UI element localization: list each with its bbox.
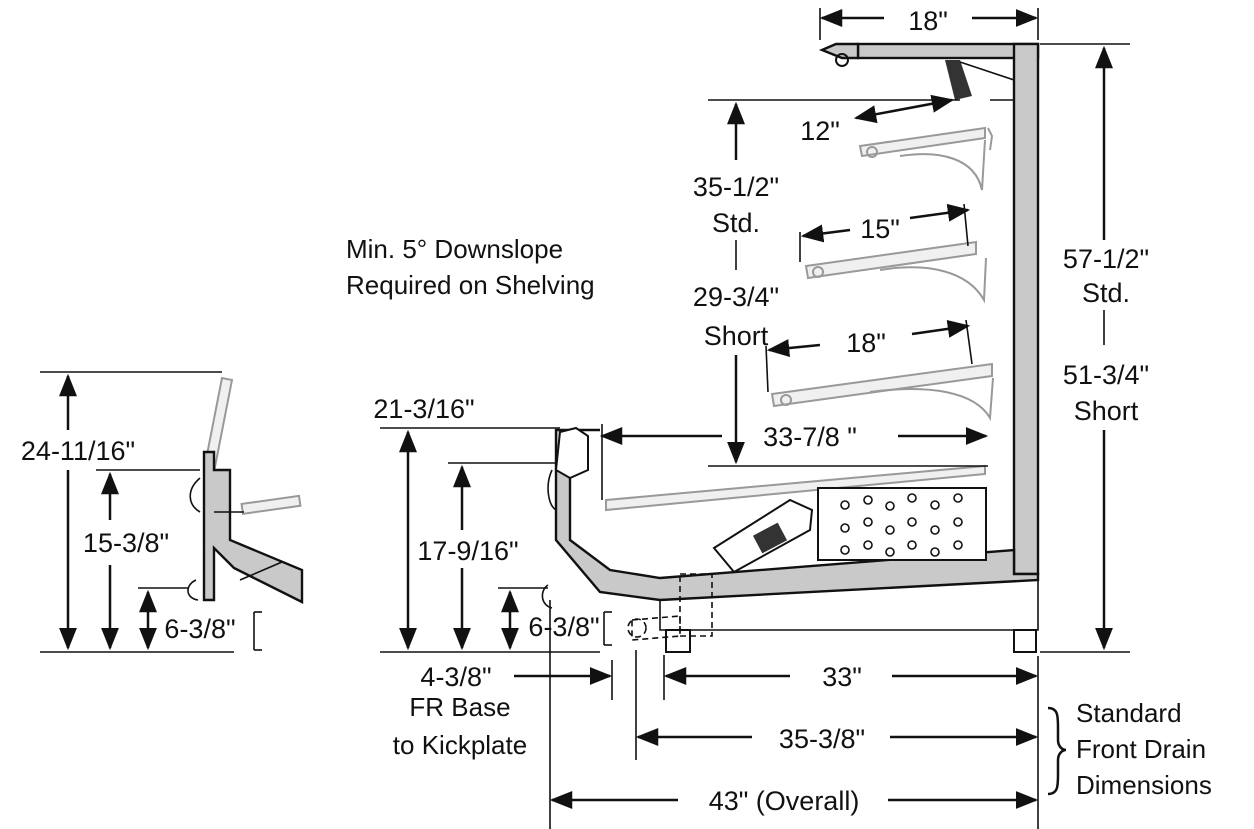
deck-pan bbox=[605, 464, 986, 512]
shelves bbox=[770, 126, 994, 422]
base-offset-note-1: FR Base bbox=[409, 692, 510, 722]
base-offset-note-2: to Kickplate bbox=[393, 730, 527, 760]
dim-height-std: 35-1/2" bbox=[693, 172, 779, 202]
shelf-15 bbox=[804, 240, 977, 280]
drain-outlet bbox=[631, 615, 681, 641]
dim-drain-33: 33" bbox=[822, 662, 862, 692]
side-profile bbox=[202, 450, 304, 604]
shelf-12-bracket bbox=[899, 139, 986, 191]
drain-note-line-1: Standard bbox=[1076, 698, 1182, 728]
dim-bumper-height: 6-3/8" bbox=[528, 612, 599, 642]
dim-overall-height-std: 57-1/2" bbox=[1063, 244, 1149, 274]
dim-shelf-15: 15" bbox=[860, 214, 900, 244]
dimension-labels: 18" 12" 15" 18" 35-1/2" Std. 29-3/4" Sho… bbox=[21, 6, 1212, 816]
fan-motor-icon bbox=[752, 522, 788, 554]
dim-shelf-18: 18" bbox=[846, 328, 886, 358]
base-frame bbox=[659, 580, 1039, 631]
shelf-15-bracket bbox=[879, 257, 987, 304]
dim-side-mid-height: 15-3/8" bbox=[83, 528, 169, 558]
dim-height-short: 29-3/4" bbox=[693, 282, 779, 312]
leg-rear bbox=[1013, 629, 1037, 653]
dim-top-depth: 18" bbox=[908, 6, 948, 36]
side-view bbox=[187, 376, 304, 604]
drain-brace bbox=[1047, 706, 1067, 796]
dim-height-std-sub: Std. bbox=[712, 208, 760, 238]
shelf-12 bbox=[858, 126, 986, 158]
dim-overall-depth: 43" (Overall) bbox=[709, 786, 860, 816]
shelf-18-bracket bbox=[869, 377, 994, 422]
dim-drain-35: 35-3/8" bbox=[779, 724, 865, 754]
dim-shelf-12: 12" bbox=[800, 116, 840, 146]
dim-deck-depth: 33-7/8 " bbox=[763, 422, 857, 452]
front-bumper bbox=[554, 426, 589, 480]
tub-wall bbox=[554, 428, 1040, 602]
dim-side-bumper-height: 6-3/8" bbox=[164, 614, 235, 644]
rear-wall bbox=[1012, 42, 1040, 576]
drain-note-line-2: Front Drain bbox=[1076, 734, 1206, 764]
shelf-18 bbox=[770, 362, 993, 408]
leg-front bbox=[665, 629, 691, 653]
canopy-front-light bbox=[818, 42, 860, 60]
dimension-lines bbox=[40, 8, 1130, 829]
dim-overall-height-short: 51-3/4" bbox=[1063, 360, 1149, 390]
dim-overall-height-std-sub: Std. bbox=[1082, 278, 1130, 308]
slope-note-line-2: Required on Shelving bbox=[346, 270, 595, 300]
side-shelf bbox=[240, 494, 302, 515]
dim-base-offset: 4-3/8" bbox=[420, 662, 491, 692]
dim-side-total-height: 24-11/16" bbox=[21, 436, 135, 466]
drain-trap bbox=[679, 573, 713, 637]
slope-note-line-1: Min. 5° Downslope bbox=[346, 234, 563, 264]
coil-dots bbox=[840, 493, 963, 557]
case-body bbox=[541, 42, 1040, 653]
drain-note-line-3: Dimensions bbox=[1076, 770, 1212, 800]
side-kick-bumper bbox=[187, 579, 199, 601]
dim-height-short-sub: Short bbox=[704, 321, 769, 351]
dim-overall-height-short-sub: Short bbox=[1074, 396, 1139, 426]
light-icon bbox=[835, 53, 849, 67]
dim-front-inner-height: 17-9/16" bbox=[417, 536, 518, 566]
canopy-top bbox=[856, 42, 1040, 60]
canopy-fan-icon bbox=[945, 60, 972, 100]
dim-front-height: 21-3/16" bbox=[373, 394, 474, 424]
